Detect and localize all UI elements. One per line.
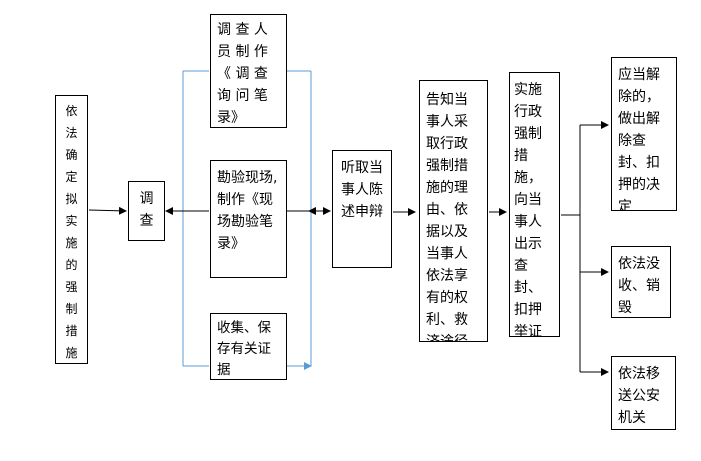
- node-determine: 依法确定拟实施的强制措施: [55, 95, 88, 364]
- node-confiscate: 依法没收、销毁: [611, 246, 671, 318]
- node-implement: 实施行政强制措施，向当事人出示查封、扣押举证: [509, 72, 560, 337]
- bracket-left: [182, 70, 209, 367]
- node-investigate-text: 调查: [139, 191, 154, 229]
- node-hearing: 听取当事人陈述申辩: [332, 150, 392, 268]
- node-notify: 告知当事人采取行政强制措施的理由、依据以及当事人依法享有的权利、救济途径: [419, 80, 488, 342]
- node-hearing-text: 听取当事人陈述申辩: [341, 160, 383, 220]
- node-release: 应当解除的，做出解除查封、扣押的决定: [611, 57, 677, 211]
- node-collect-evidence: 收集、保存有关证据: [210, 313, 287, 380]
- node-site-inspection-text: 勘验现场,制作《现场勘验笔录》: [217, 170, 278, 252]
- node-release-text: 应当解除的，做出解除查封、扣押的决定: [618, 67, 660, 211]
- arrow-determine-to-investigate: [88, 206, 127, 215]
- node-collect-evidence-text: 收集、保存有关证据: [217, 320, 271, 378]
- node-notify-text: 告知当事人采取行政强制措施的理由、依据以及当事人依法享有的权利、救济途径: [426, 92, 468, 342]
- node-confiscate-text: 依法没收、销毁: [618, 256, 660, 316]
- node-investigate: 调查: [128, 181, 165, 241]
- node-transfer-text: 依法移送公安机关: [618, 366, 660, 426]
- node-transfer: 依法移送公安机关: [611, 356, 676, 430]
- node-implement-text: 实施行政强制措施，向当事人出示查封、扣押举证: [514, 82, 542, 337]
- node-survey-record-text: 调 查 人 员 制 作《 调 查 询 问 笔 录》: [217, 22, 268, 126]
- node-site-inspection: 勘验现场,制作《现场勘验笔录》: [210, 160, 287, 278]
- bracket-right: [287, 70, 312, 367]
- node-determine-text: 依法确定拟实施的强制措施: [65, 104, 78, 360]
- node-survey-record: 调 查 人 员 制 作《 调 查 询 问 笔 录》: [210, 14, 287, 128]
